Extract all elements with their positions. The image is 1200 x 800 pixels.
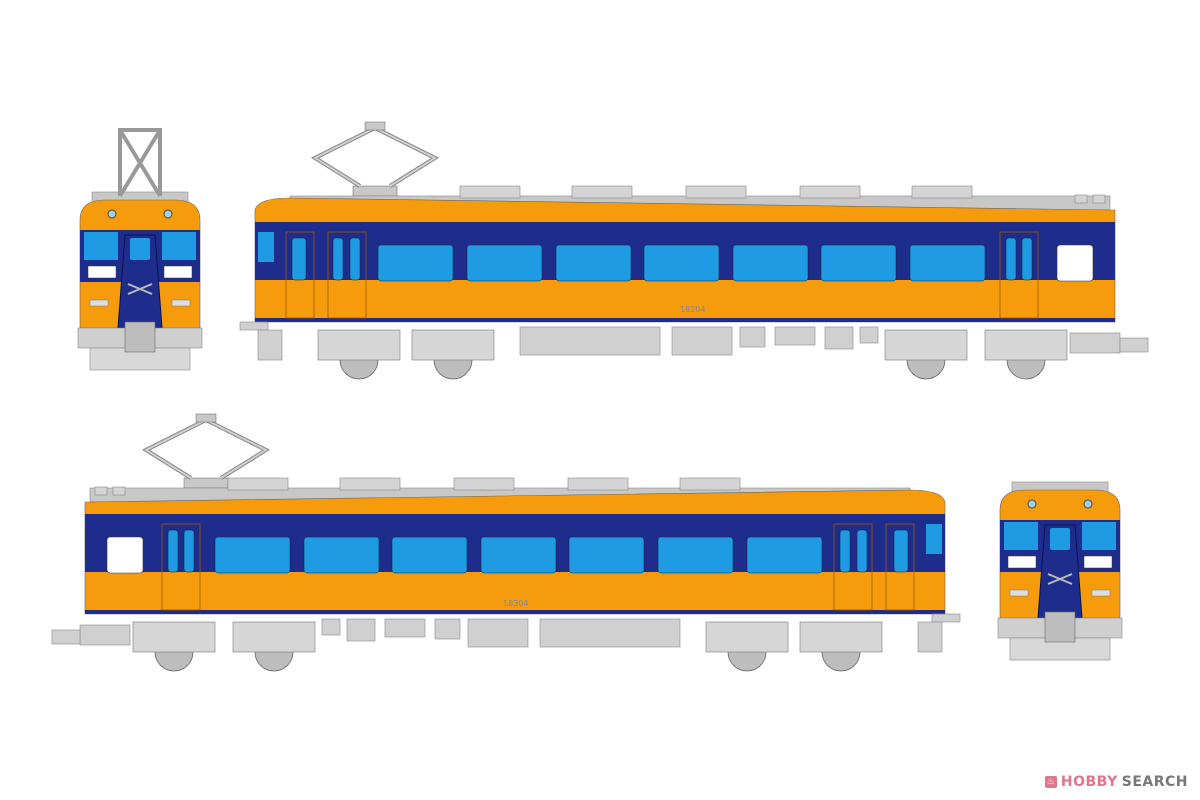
hobby-search-logo: ♨ HOBBY SEARCH <box>1044 774 1188 790</box>
car-number-top: 18204 <box>680 305 705 314</box>
pantograph <box>313 120 437 198</box>
front-pantograph <box>118 128 162 198</box>
logo-text-search: SEARCH <box>1121 774 1188 790</box>
front-view-bottom <box>997 481 1123 661</box>
car-bottom-side-view <box>51 412 961 672</box>
car-body <box>51 477 961 672</box>
car-body <box>239 185 1149 380</box>
pantograph <box>144 412 268 490</box>
car-number-bottom: 18304 <box>503 599 528 608</box>
logo-text-hobby: HOBBY <box>1060 774 1118 790</box>
car-top-side-view <box>239 120 1149 380</box>
front-view-top <box>77 191 203 371</box>
hobby-search-logo-icon: ♨ <box>1044 776 1057 788</box>
